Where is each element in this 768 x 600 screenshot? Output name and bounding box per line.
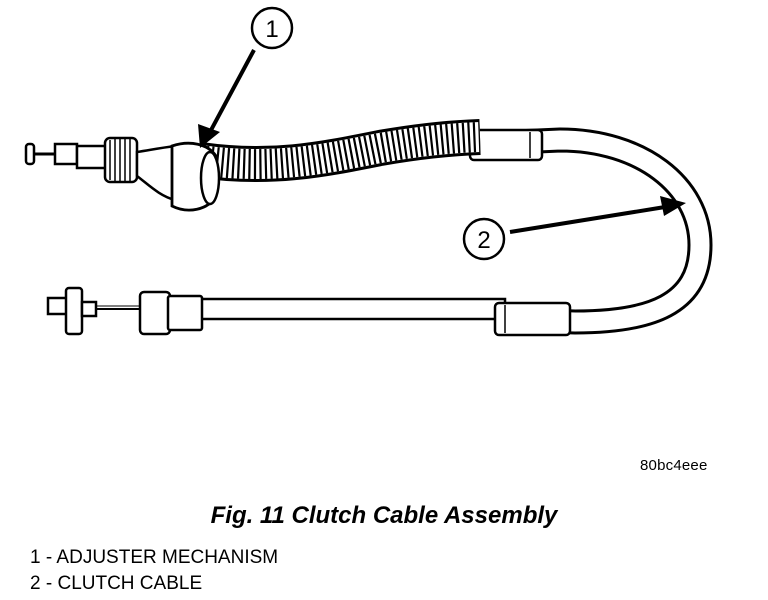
legend-number: 2	[30, 573, 41, 594]
legend-separator: -	[40, 573, 58, 594]
lower-sheath-sleeve	[493, 301, 572, 337]
callout-2-circle	[462, 217, 506, 261]
legend-separator: -	[40, 547, 57, 568]
adjuster-mechanism	[24, 136, 221, 212]
lower-end-fitting	[46, 286, 204, 336]
callout-2-leader	[509, 205, 666, 234]
legend-number: 1	[30, 547, 41, 568]
callout-2: 2	[462, 196, 686, 261]
corrugated-boot	[197, 119, 481, 183]
figure-id: 80bc4eee	[640, 457, 708, 474]
upper-sheath-sleeve	[468, 128, 544, 162]
callout-1-number: 1	[265, 16, 278, 43]
callout-2-arrowhead	[660, 196, 686, 216]
callout-1-circle	[250, 6, 294, 50]
figure-caption: Fig. 11 Clutch Cable Assembly	[210, 502, 558, 529]
parts-legend: 1 - ADJUSTER MECHANISM 2 - CLUTCH CABLE	[30, 545, 278, 597]
callout-1-leader	[208, 49, 256, 133]
legend-label: ADJUSTER MECHANISM	[56, 547, 279, 568]
legend-item: 2 - CLUTCH CABLE	[30, 571, 278, 597]
cable-sheath-fill	[514, 130, 710, 332]
legend-item: 1 - ADJUSTER MECHANISM	[30, 545, 278, 571]
callout-1-arrowhead	[198, 124, 220, 148]
callout-2-number: 2	[477, 227, 490, 254]
callout-1: 1	[198, 6, 294, 148]
legend-label: CLUTCH CABLE	[57, 573, 203, 594]
lower-sheath	[198, 297, 507, 321]
